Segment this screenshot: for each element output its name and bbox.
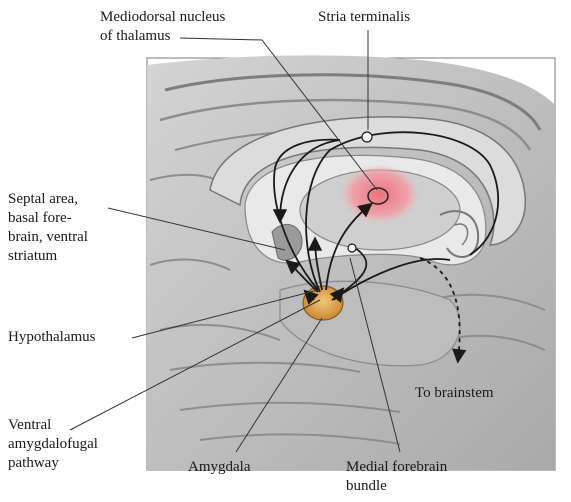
label-line: Amygdala <box>188 458 250 477</box>
label-line: of thalamus <box>100 27 225 46</box>
label-hypothalamus: Hypothalamus <box>8 328 96 347</box>
label-line: Septal area, <box>8 190 88 209</box>
label-line: striatum <box>8 247 88 266</box>
label-line: Stria terminalis <box>318 8 410 27</box>
label-line: pathway <box>8 454 98 473</box>
label-line: amygdalofugal <box>8 435 98 454</box>
label-stria-terminalis: Stria terminalis <box>318 8 410 27</box>
label-line: Ventral <box>8 416 98 435</box>
label-line: bundle <box>346 477 447 496</box>
amygdala-nucleus <box>303 286 343 320</box>
label-amygdala: Amygdala <box>188 458 250 477</box>
thalamus-highlight <box>340 164 420 224</box>
label-line: Medial forebrain <box>346 458 447 477</box>
label-to-brainstem: To brainstem <box>415 384 494 403</box>
label-line: To brainstem <box>415 384 494 403</box>
label-medial-forebrain-bundle: Medial forebrain bundle <box>346 458 447 496</box>
label-ventral-amygdalofugal-pathway: Ventral amygdalofugal pathway <box>8 416 98 473</box>
label-line: Hypothalamus <box>8 328 96 347</box>
label-line: brain, ventral <box>8 228 88 247</box>
label-line: Mediodorsal nucleus <box>100 8 225 27</box>
label-line: basal fore- <box>8 209 88 228</box>
label-septal-area: Septal area, basal fore- brain, ventral … <box>8 190 88 266</box>
label-mediodorsal-nucleus: Mediodorsal nucleus of thalamus <box>100 8 225 46</box>
